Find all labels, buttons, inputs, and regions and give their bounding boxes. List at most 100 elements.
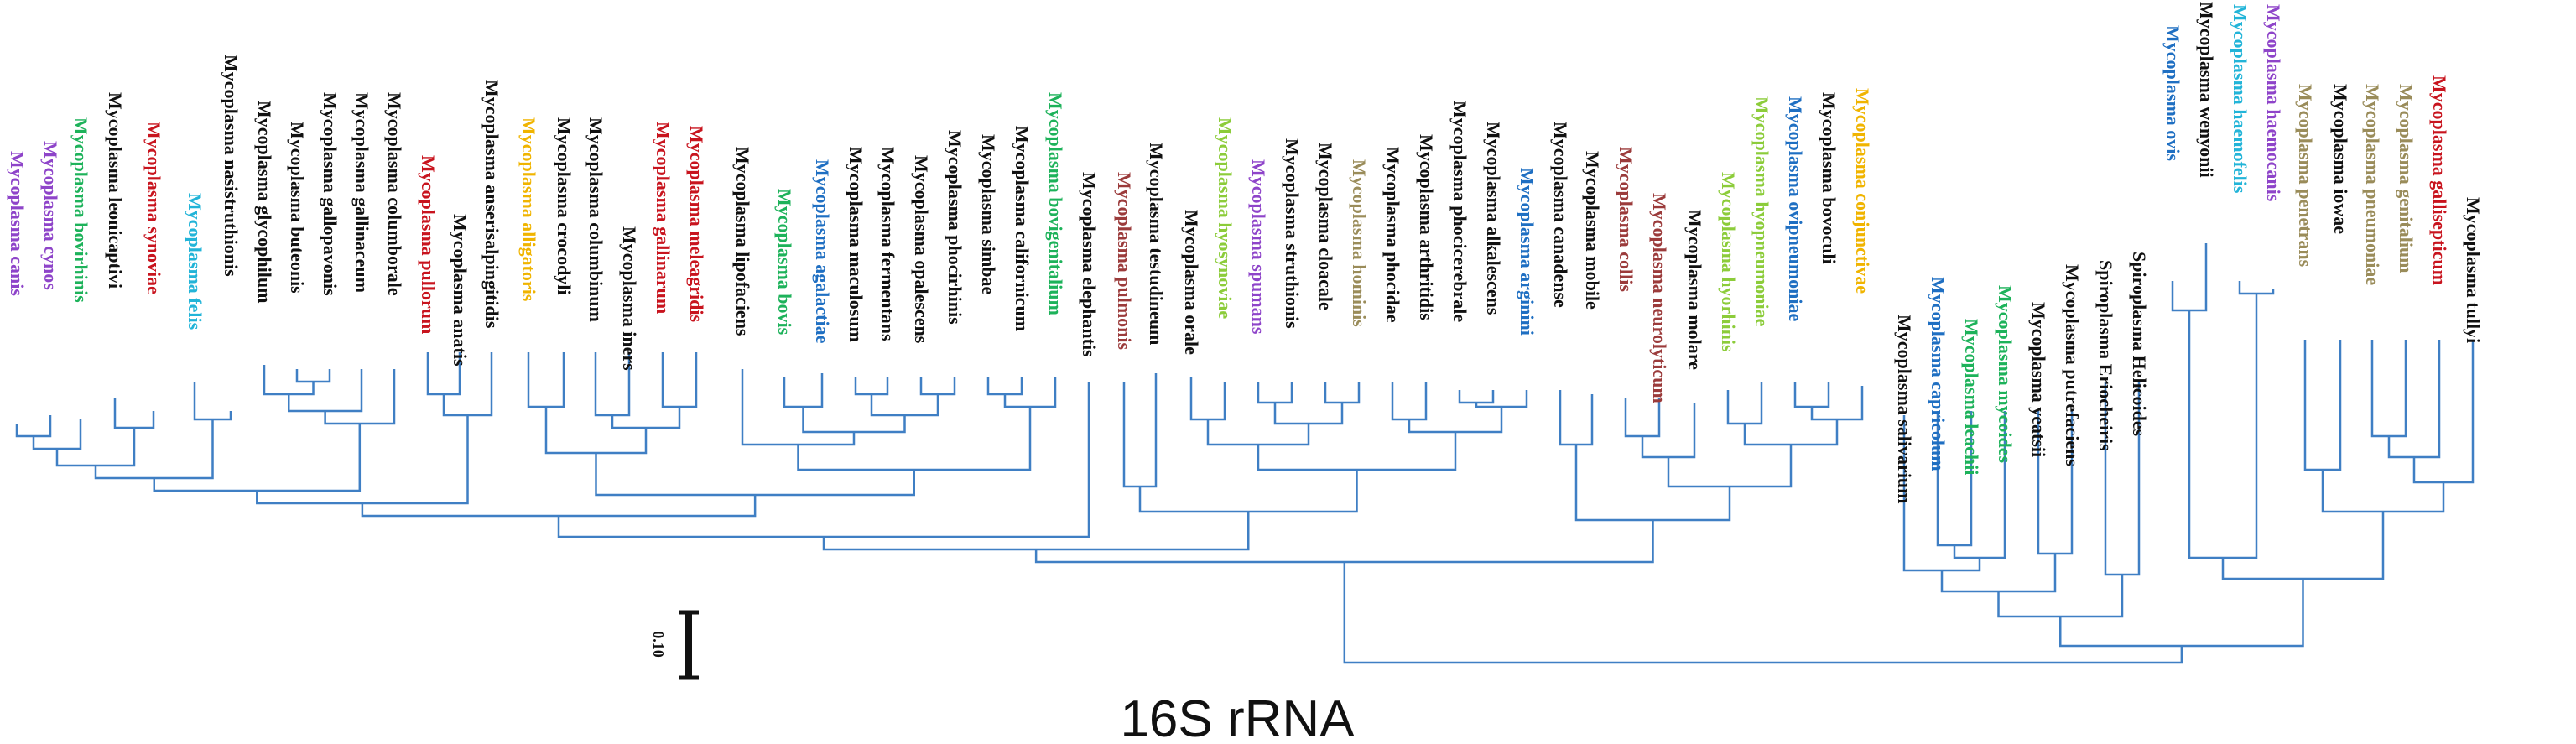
leaf-label: Mycoplasma haemocanis: [2263, 4, 2284, 202]
leaf-label: Mycoplasma gallopavonis: [320, 92, 341, 296]
leaf-label: Mycoplasma hyopneumoniae: [1751, 96, 1772, 327]
tree-branch: [1624, 398, 1661, 438]
leaf-label: Mycoplasma bovoculi: [1819, 92, 1840, 264]
leaf-label: Mycoplasma arthritidis: [1416, 134, 1437, 320]
leaf-label: Mycoplasma molare: [1684, 210, 1705, 370]
leaf-label: Mycoplasma phocicerebrale: [1449, 101, 1470, 322]
leaf-label: Mycoplasma californicum: [1012, 126, 1033, 331]
leaf-label: Mycoplasma bovigenitalium: [1045, 92, 1066, 315]
leaf-label: Mycoplasma synoviae: [143, 122, 164, 294]
tree-branch: [55, 428, 136, 467]
tree-branch: [1138, 470, 1358, 513]
tree-branch: [1003, 377, 1057, 408]
leaf-label: Mycoplasma testudineum: [1146, 143, 1167, 345]
leaf-label: Mycoplasma salivarium: [1894, 315, 1915, 504]
tree-branch: [15, 415, 52, 438]
tree-branch: [1458, 390, 1495, 404]
leaf-label: Mycoplasma fermentans: [877, 147, 898, 341]
tree-branch: [288, 369, 363, 413]
tree-branch: [1391, 382, 1428, 421]
leaf-label: Mycoplasma bovirhinis: [70, 117, 91, 303]
leaf-label: Mycoplasma cloacale: [1315, 143, 1336, 310]
tree-branch: [595, 453, 915, 497]
leaf-label: Mycoplasma iowae: [2330, 84, 2351, 234]
leaf-label: Mycoplasma phocidae: [1382, 147, 1403, 323]
leaf-label: Mycoplasma opalescens: [911, 155, 932, 344]
leaf-label: Mycoplasma hyorhinis: [1718, 172, 1739, 352]
leaf-label: Mycoplasma hyosynoviae: [1215, 117, 1236, 319]
leaf-label: Mycoplasma genitalium: [2396, 84, 2417, 273]
tree-branch: [1559, 390, 1594, 446]
leaf-label: Mycoplasma elephantis: [1079, 172, 1100, 357]
leaf-label: Mycoplasma gallisepticum: [2429, 75, 2450, 285]
leaf-label: Mycoplasma mobile: [1582, 151, 1603, 310]
tree-branch: [1257, 382, 1293, 404]
leaf-label: Mycoplasma gallinarum: [653, 122, 674, 314]
leaf-label: Mycoplasma buteonis: [287, 122, 308, 294]
leaf-label: Mycoplasma canadense: [1550, 122, 1571, 308]
tree-branch: [1343, 562, 2183, 664]
tree-branch: [822, 512, 1250, 551]
tree-branch: [1574, 445, 1731, 522]
leaf-label: Mycoplasma alligatoris: [518, 117, 539, 302]
tree-branch: [2221, 512, 2385, 580]
leaf-label: Mycoplasma tullyi: [2463, 197, 2484, 343]
leaf-label: Mycoplasma lipofaciens: [732, 147, 753, 336]
tree-branch: [2321, 470, 2445, 513]
leaf-label: Mycoplasma columbinum: [585, 117, 606, 322]
tree-branch: [557, 382, 1090, 538]
tree-branch: [802, 407, 906, 434]
leaf-label: Mycoplasma neurolyticum: [1649, 193, 1670, 403]
leaf-label: Mycoplasma collis: [1616, 147, 1637, 292]
leaf-label: Mycoplasma canis: [7, 151, 28, 296]
tree-branch: [527, 352, 565, 408]
tree-branch: [1189, 377, 1226, 421]
tree-branch: [1641, 403, 1696, 459]
tree-branch: [1475, 390, 1528, 408]
tree-branch: [1324, 382, 1361, 404]
leaf-label: Mycoplasma ovipneumoniae: [1785, 96, 1806, 322]
tree-branch: [2059, 579, 2304, 648]
tree-branch: [661, 352, 698, 408]
leaf-label: Mycoplasma putrefaciens: [2062, 264, 2083, 466]
tree-branch: [2387, 340, 2441, 459]
tree-branch: [919, 377, 956, 396]
leaf-label: Mycoplasma mycoides: [1995, 285, 2016, 463]
tree-branch: [870, 394, 939, 417]
leaf-label: Mycoplasma meleagridis: [686, 126, 707, 322]
leaf-label: Mycoplasma leachii: [1961, 319, 1982, 475]
leaf-label: Mycoplasma arginini: [1517, 168, 1538, 336]
scale-bar: 0.10: [650, 610, 699, 680]
tree-branch: [113, 398, 155, 429]
leaf-label: Mycoplasma struthionis: [1282, 138, 1303, 329]
tree-branch: [1667, 445, 1793, 488]
tree-branch: [153, 424, 362, 492]
leaf-label: Mycoplasma agalactiae: [812, 159, 833, 344]
tree-title: 16S rRNA: [1120, 690, 1355, 744]
leaf-label: Spiroplasma Eriocheiris: [2095, 260, 2116, 451]
tree-branch: [1273, 403, 1344, 425]
tree-branch: [2171, 243, 2208, 312]
leaf-label: Mycoplasma phocirhinis: [945, 130, 965, 325]
tree-branch: [783, 373, 824, 408]
leaf-label: Mycoplasma columborale: [384, 92, 405, 296]
tree-branch: [2188, 294, 2258, 559]
tree-branch: [1034, 520, 1654, 564]
leaf-label: Mycoplasma pulmonis: [1114, 172, 1135, 351]
tree-branch: [611, 407, 681, 429]
leaf-label: Mycoplasma yeatsii: [2028, 302, 2049, 457]
leaf-label: Mycoplasma anserisalpingitidis: [481, 80, 502, 329]
tree-branch: [2303, 340, 2342, 471]
leaf-label: Mycoplasma spumans: [1248, 159, 1269, 335]
tree-branch: [295, 369, 331, 383]
tree-branch: [1122, 373, 1158, 488]
leaf-label: Mycoplasma cynos: [40, 141, 61, 290]
leaf-label: Mycoplasma nasistruthionis: [221, 55, 242, 277]
leaf-label: Mycoplasma glycophilum: [254, 101, 275, 303]
leaf-label: Mycoplasma hominis: [1349, 159, 1370, 327]
leaf-label: Mycoplasma conjunctivae: [1852, 88, 1873, 294]
leaf-label: Mycoplasma ovis: [2162, 25, 2183, 161]
leaf-label: Mycoplasma anatis: [450, 214, 471, 367]
leaf-label: Mycoplasma iners: [619, 226, 640, 371]
